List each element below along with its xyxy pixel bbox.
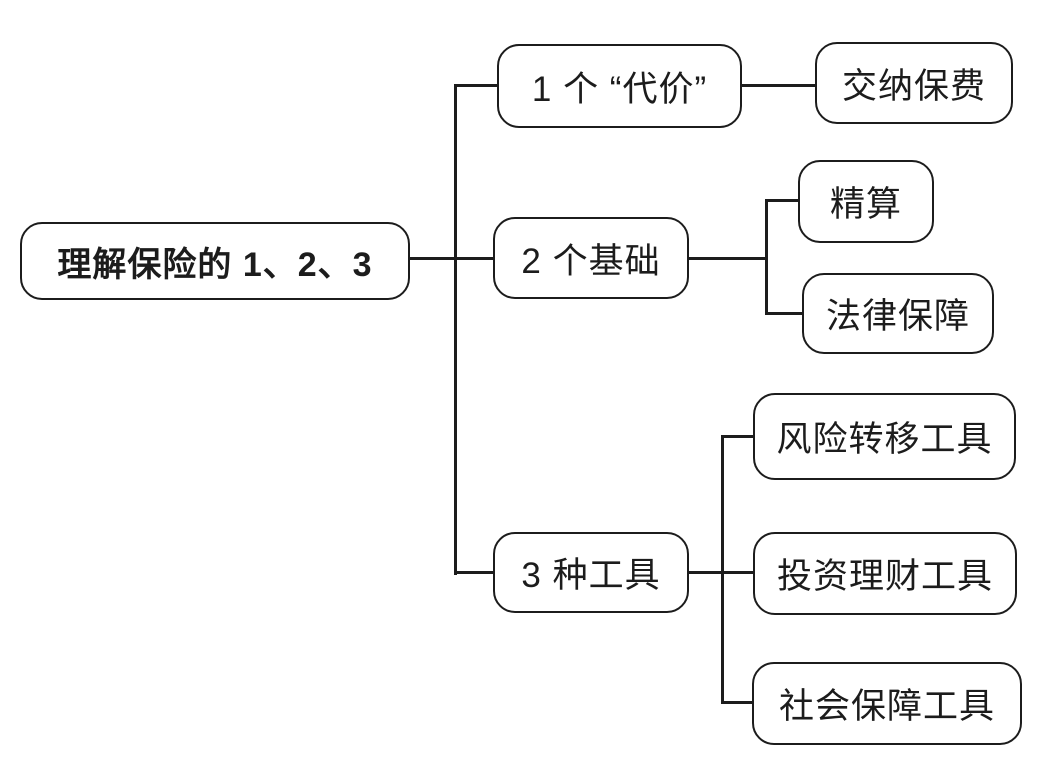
branch-node-1-daijia: 1 个 “代价” [497, 44, 742, 128]
leaf-node-shehui-baozhang: 社会保障工具 [752, 662, 1022, 745]
connector-branch-3-subtrunk [721, 436, 724, 704]
connector-trunk-to-branch-3 [454, 571, 495, 574]
connector-trunk-to-branch-1 [454, 84, 499, 87]
connector-branch-2-subtrunk [765, 199, 768, 315]
leaf-node-touzi-licai: 投资理财工具 [753, 532, 1017, 615]
connector-branch-3-to-leaf-1 [721, 435, 755, 438]
leaf-node-jingsuan: 精算 [798, 160, 934, 243]
connector-branch-1-to-leaf [740, 84, 817, 87]
branch-node-3-gongju: 3 种工具 [493, 532, 689, 613]
connector-branch-2-to-subtrunk [687, 257, 768, 260]
connector-branch-2-to-leaf-2 [765, 312, 804, 315]
connector-branch-2-to-leaf-1 [765, 199, 800, 202]
diagram-root-node: 理解保险的 1、2、3 [20, 222, 410, 300]
connector-branch-3-to-leaf-3 [721, 701, 754, 704]
connector-root-to-trunk [408, 257, 495, 260]
connector-main-trunk [454, 85, 457, 575]
branch-node-2-jichu: 2 个基础 [493, 217, 689, 299]
leaf-node-jiaona-baofei: 交纳保费 [815, 42, 1013, 124]
leaf-node-falv-baozhang: 法律保障 [802, 273, 994, 354]
leaf-node-fengxian-zhuanyi: 风险转移工具 [753, 393, 1016, 480]
